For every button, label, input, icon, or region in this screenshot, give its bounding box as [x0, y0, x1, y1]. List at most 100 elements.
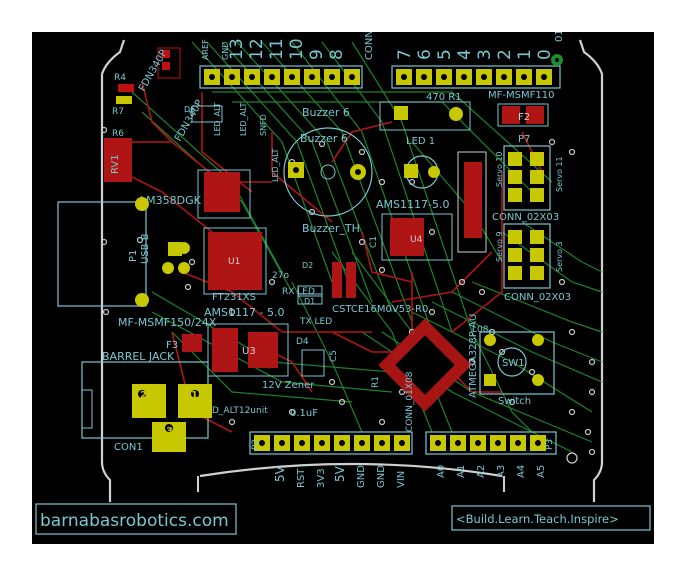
pad — [162, 62, 170, 70]
c1-footprint — [346, 262, 356, 298]
board-edge-bottom-cut — [197, 476, 505, 492]
r470-pad-1 — [394, 106, 408, 120]
c1-footprint — [332, 262, 342, 298]
servo-10-label: Servo 10 — [495, 151, 504, 187]
bottom-analog-header[interactable] — [425, 431, 557, 455]
lm358-footprint — [204, 172, 240, 212]
servo-header-2[interactable] — [503, 223, 551, 289]
d6-outline — [191, 105, 223, 123]
brand-text: barnabasrobotics.com — [40, 511, 229, 531]
f2-label: F2 — [518, 112, 530, 123]
pcb-canvas[interactable]: AREF GND 13 12 11 10 9 8 CONN_01X08 7 6 … — [32, 32, 654, 544]
led1-pad-1 — [404, 164, 418, 178]
gnd-pad-label-2: GND — [156, 439, 178, 449]
mf-msmf-label-bottom: MF-MSMF150/24X — [118, 316, 217, 329]
f3-pad — [182, 334, 202, 352]
f2-outline — [497, 103, 549, 127]
pin-10-label: 10 — [287, 38, 307, 60]
top-header-connector[interactable] — [199, 65, 561, 89]
c5-label: C5 — [329, 350, 339, 362]
r27-label: 27o — [272, 271, 289, 281]
power-pin-gnd2-label: GND — [376, 465, 387, 488]
power-pin-gnd-label: GND — [356, 465, 367, 488]
led-alt-label-1: LED_ALT — [213, 103, 222, 137]
barrel-jack-label: BARREL JACK — [102, 350, 175, 363]
analog-pin-a3-label: A3 — [496, 465, 507, 478]
top-conn-label-2: 01X08 — [554, 32, 565, 42]
servo-3-label: Servo 3 — [555, 241, 564, 272]
led-alt-label-2: LED_ALT — [239, 103, 248, 137]
pin-3-label: 3 — [166, 426, 173, 437]
usb-shield-pad — [135, 197, 149, 211]
buzzer-pads — [288, 162, 366, 180]
board-edge — [100, 39, 604, 502]
pin-9-label: 9 — [307, 49, 327, 60]
d4-outline — [301, 349, 325, 377]
power-pin-vin-label: VIN — [396, 471, 407, 488]
power-pin-rst-label: RST — [296, 468, 307, 488]
u4-outline — [381, 213, 453, 261]
analog-pin-a5-label: A5 — [536, 465, 547, 478]
led1-label: LED 1 — [406, 136, 435, 147]
f2-pad-2 — [526, 106, 544, 124]
fdn340p-footprint-1 — [157, 47, 181, 79]
barrel-jack-pins[interactable] — [132, 384, 212, 452]
pin-2-label: 2 — [495, 49, 515, 60]
r4-label: R4 — [114, 73, 126, 83]
u4-label: U4 — [410, 235, 423, 245]
u1-label: U1 — [228, 257, 240, 267]
pin-5-label: 5 — [435, 49, 455, 60]
tagline-box — [451, 505, 651, 531]
usb-shield-pad — [135, 293, 149, 307]
u3-tab — [212, 328, 238, 372]
sw1-pad — [532, 334, 544, 346]
d1-outline — [297, 293, 323, 305]
power-pin-3v3-label: 3V3 — [316, 468, 327, 488]
sw1-outline — [479, 331, 555, 395]
ams1117-bottom-label: AMS1117 - 5.0 — [204, 306, 284, 319]
usb-b-outline — [57, 201, 147, 307]
sw1-button — [497, 347, 527, 377]
r7-label: R7 — [112, 107, 124, 117]
led-alt-label-3: LED_ALT — [271, 149, 280, 183]
f2-pad-1 — [502, 106, 520, 124]
f3-label: F3 — [166, 340, 178, 351]
u3-pad — [248, 332, 278, 368]
d1-label: D1 — [304, 297, 315, 306]
ft231xs-footprint — [208, 232, 262, 290]
sw1-pad — [532, 374, 544, 386]
usb-pad — [178, 242, 190, 254]
rv1-label: RV1 — [110, 154, 121, 174]
p7-label: P7 — [518, 134, 530, 145]
pin-13-label: 13 — [227, 38, 247, 60]
brand-box — [35, 503, 237, 535]
ft231xs-label: FT231XS — [212, 292, 256, 303]
bottom-power-header[interactable] — [249, 431, 413, 455]
buzzer-label-mid: Buzzer 6 — [300, 132, 348, 145]
d2-outline — [297, 285, 323, 297]
analog-pin-a1-label: A1 — [456, 465, 467, 478]
tx-led-label: TX LED — [299, 317, 332, 327]
u4-pad — [390, 218, 424, 256]
conn-2x3-label-1: CONN_02X03 — [492, 212, 559, 223]
pin-1-label: 1 — [191, 390, 198, 401]
pin-11-label: 11 — [267, 38, 287, 60]
servo-header-1[interactable] — [503, 145, 551, 211]
zener-label: 12V Zener — [262, 380, 315, 391]
lm358-label: LM358DGK — [140, 194, 202, 207]
gnd-label: GND — [221, 42, 230, 60]
sw1-pad — [484, 334, 496, 346]
ft231xs-outline — [203, 227, 267, 295]
p1-label: P1 — [128, 250, 139, 262]
r4-pad — [116, 96, 132, 104]
mf-msmf-label-top: MF-MSMF110 — [488, 90, 554, 101]
sw1-pad — [484, 374, 496, 386]
usb-pad — [178, 262, 190, 274]
led1-pad-2 — [428, 166, 440, 178]
fdn340p-label-1: FDN340P — [137, 48, 170, 93]
pin-2-label: 2 — [140, 390, 147, 401]
sw1-label: SW1 — [502, 358, 525, 369]
usb-pad — [162, 262, 174, 274]
buzzer-center — [320, 164, 336, 180]
atmega-label: ATMEGA328P-AU — [468, 314, 479, 398]
